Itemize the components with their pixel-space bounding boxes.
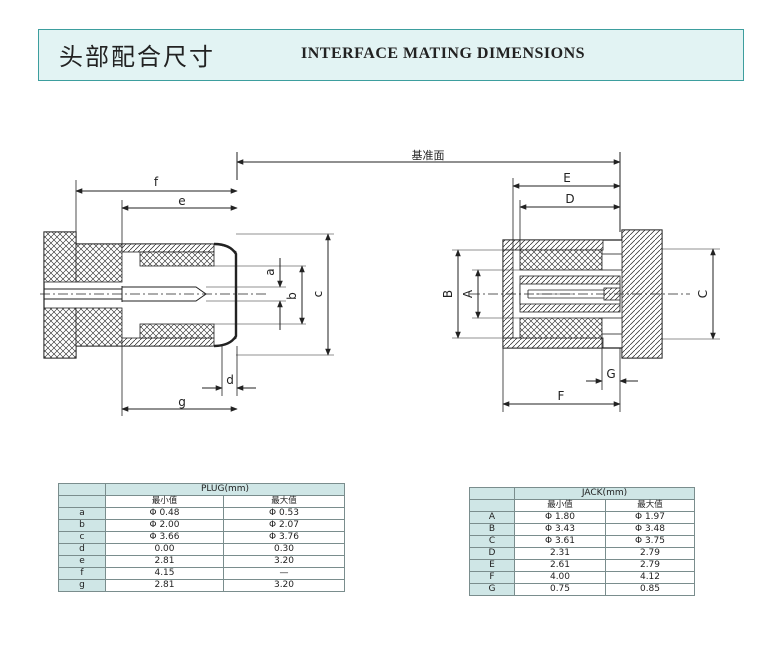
jack-col-max: 最大值: [605, 499, 695, 512]
jack-dim-D: D: [565, 192, 574, 206]
plug-dim-f: f: [154, 175, 159, 189]
jack-dim-E: E: [563, 171, 571, 185]
jack-dim-F: F: [558, 389, 565, 403]
jack-drawing: E D B A C G F: [441, 171, 720, 412]
jack-dim-A: A: [461, 289, 475, 298]
plug-table-title: PLUG(mm): [105, 483, 345, 496]
plug-dim-g: g: [178, 395, 186, 409]
plug-col-min: 最小值: [105, 495, 224, 508]
plug-dim-c: c: [311, 291, 325, 298]
plug-drawing: f e a b c d g: [40, 175, 334, 416]
plug-dim-b: b: [285, 292, 299, 300]
jack-table-title: JACK(mm): [514, 487, 695, 500]
jack-dim-G: G: [606, 367, 615, 381]
plug-dim-e: e: [178, 194, 185, 208]
jack-dim-C: C: [696, 290, 710, 298]
section-header: 头部配合尺寸 INTERFACE MATING DIMENSIONS: [38, 29, 744, 81]
plug-col-max: 最大值: [223, 495, 345, 508]
reference-plane-dimension: 基准面: [236, 149, 621, 232]
header-title-cn: 头部配合尺寸: [59, 43, 215, 71]
header-title-en: INTERFACE MATING DIMENSIONS: [301, 45, 586, 62]
jack-col-min: 最小值: [514, 499, 606, 512]
plug-dim-d: d: [226, 373, 234, 387]
plug-dim-a: a: [263, 268, 277, 275]
jack-dim-B: B: [441, 290, 455, 298]
reference-plane-label: 基准面: [412, 149, 445, 162]
